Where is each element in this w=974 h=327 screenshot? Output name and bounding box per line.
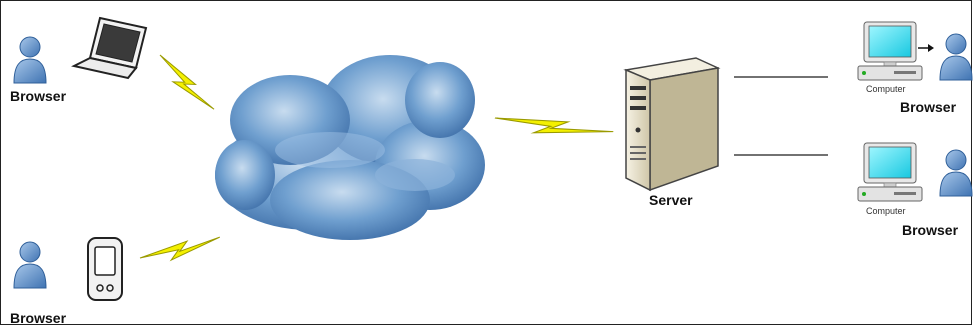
server-label: Server [649, 192, 693, 208]
cloud-icon [215, 55, 485, 240]
browser-label: Browser [902, 222, 958, 238]
arrow-icon [918, 44, 934, 52]
browser-label: Browser [10, 88, 66, 104]
browser-label: Browser [10, 310, 66, 326]
lightning-icon [149, 55, 226, 109]
laptop-icon [74, 18, 146, 78]
browser-label: Browser [900, 99, 956, 115]
server-icon [626, 58, 718, 190]
person-icon [940, 150, 972, 196]
computer-icon [858, 143, 922, 201]
mobile-icon [88, 238, 122, 300]
computer-icon [858, 22, 922, 80]
lightning-icon [495, 102, 613, 148]
lightning-icon [140, 213, 220, 282]
person-icon [940, 34, 972, 80]
person-icon [14, 37, 46, 83]
computer-label: Computer [866, 206, 906, 216]
computer-label: Computer [866, 84, 906, 94]
person-icon [14, 242, 46, 288]
connection-lines [734, 77, 828, 155]
